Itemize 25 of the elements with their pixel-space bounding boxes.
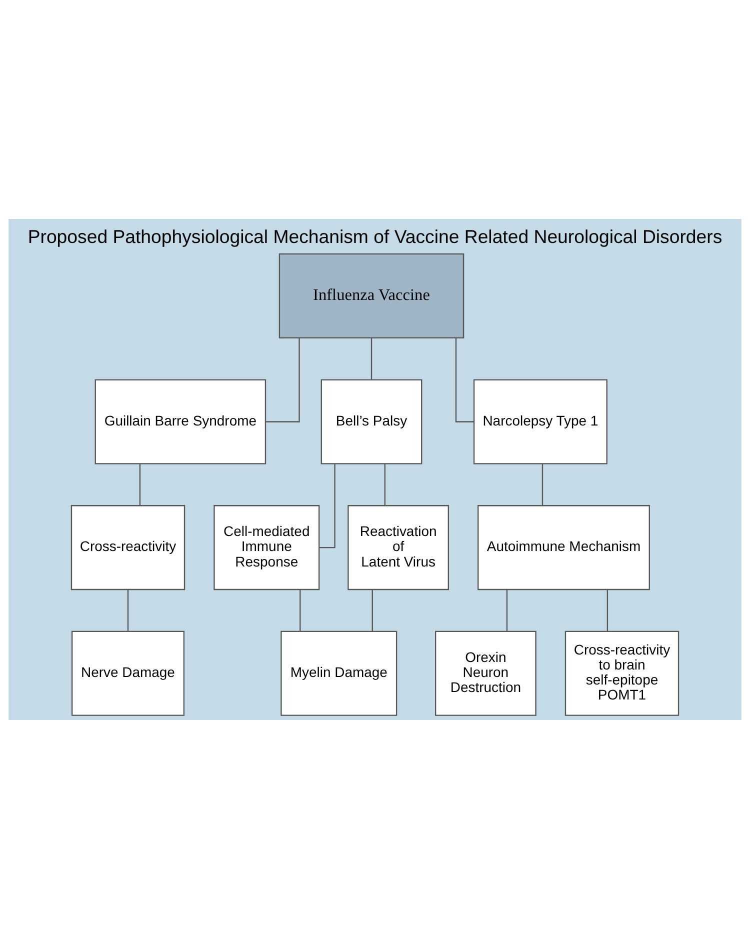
connector bbox=[384, 464, 386, 506]
node-box: Reactivation of Latent Virus bbox=[348, 505, 449, 590]
connector bbox=[139, 464, 141, 506]
connector bbox=[300, 590, 301, 632]
node-box: Influenza Vaccine bbox=[278, 253, 464, 338]
node-box: Bell’s Palsy bbox=[320, 379, 422, 464]
connector bbox=[266, 338, 300, 422]
connector bbox=[127, 590, 129, 632]
connector bbox=[370, 338, 372, 380]
connector bbox=[319, 464, 336, 548]
node-box: Narcolepsy Type 1 bbox=[473, 379, 608, 464]
connector bbox=[455, 338, 474, 422]
node-box: Autoimmune Mechanism bbox=[478, 505, 650, 590]
node-box: Nerve Damage bbox=[71, 630, 184, 716]
connector bbox=[606, 590, 608, 632]
node-box: Guillain Barre Syndrome bbox=[94, 379, 266, 464]
diagram-title: Proposed Pathophysiological Mechanism of Vaccine Related Neurological Disorders bbox=[28, 226, 722, 248]
node-box: Myelin Damage bbox=[280, 630, 398, 716]
node-box: Cell-mediated Immune Response bbox=[214, 505, 320, 590]
connector bbox=[506, 590, 508, 632]
connector bbox=[372, 590, 373, 632]
node-box: Orexin Neuron Destruction bbox=[435, 630, 536, 716]
node-box: Cross-reactivity to brain self-epitope POMT1 bbox=[564, 630, 680, 716]
connector bbox=[542, 464, 544, 506]
node-box: Cross-reactivity bbox=[70, 505, 186, 590]
